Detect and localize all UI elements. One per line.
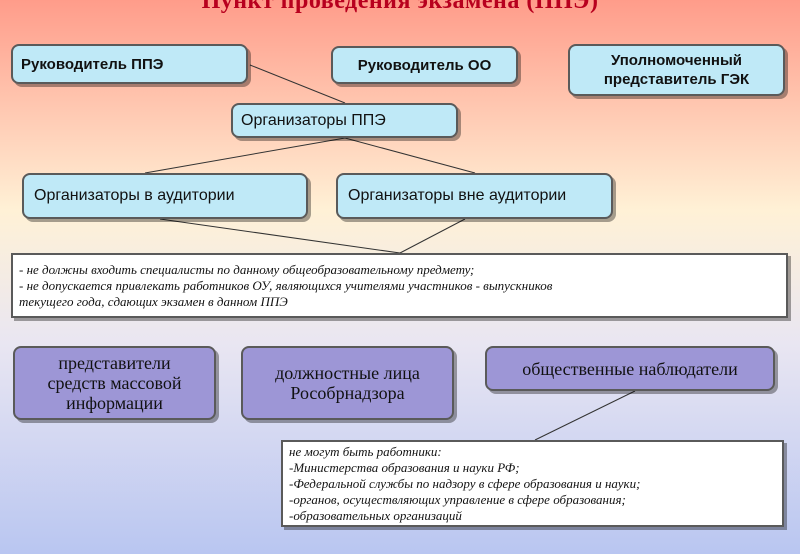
observer-rule-2: -Министерства образования и науки РФ; [289,460,520,475]
media-label-line2: средств массовой [47,373,182,393]
organizer-rule-3: текущего года, сдающих экзамен в данном … [19,294,288,309]
head-ppe-box: Руководитель ППЭ [11,44,248,84]
observer-rules-note: не могут быть работники: -Министерства о… [281,440,784,527]
connector-out-to-rules [399,218,466,254]
page-title: Пункт проведения экзамена (ППЭ) [201,0,599,14]
observers-box: общественные наблюдатели [485,346,775,391]
officials-box: должностные лица Рособрнадзора [241,346,454,420]
organizer-rule-1: - не должны входить специалисты по данно… [19,262,475,277]
org-in-label: Организаторы в аудитории [34,187,235,204]
media-label-line3: информации [66,393,163,413]
org-out-box: Организаторы вне аудитории [336,173,613,219]
media-label-line1: представители [58,353,171,373]
officials-label-line2: Рособрнадзора [290,383,405,403]
observer-rule-1: не могут быть работники: [289,444,442,459]
org-in-box: Организаторы в аудитории [22,173,308,219]
head-oo-label: Руководитель ОО [357,56,492,74]
organizers-ppe-label: Организаторы ППЭ [241,111,386,129]
gek-label-line2: представитель ГЭК [603,71,750,88]
org-out-label: Организаторы вне аудитории [348,187,567,204]
head-ppe-label: Руководитель ППЭ [21,55,164,73]
media-box: представители средств массовой информаци… [13,346,216,420]
organizers-ppe-box: Организаторы ППЭ [231,103,458,138]
observer-rule-5: -образовательных организаций [289,508,462,523]
observer-rule-3: -Федеральной службы по надзору в сфере о… [289,476,641,491]
connector-organizers-to-in [144,137,346,174]
connector-organizers-to-out [344,137,476,174]
connector-in-to-rules [159,218,401,254]
connector-observers-to-rules [534,390,636,441]
gek-box: Уполномоченный представитель ГЭК [568,44,785,96]
head-oo-box: Руководитель ОО [331,46,518,84]
organizer-rule-2: - не допускается привлекать работников О… [19,278,553,293]
officials-label-line1: должностные лица [275,363,420,383]
connector-head-to-organizers [249,64,346,104]
observers-label: общественные наблюдатели [522,358,738,379]
observer-rule-4: -органов, осуществляющих управление в сф… [289,492,626,507]
gek-label-line1: Уполномоченный [610,52,743,69]
organizer-rules-note: - не должны входить специалисты по данно… [11,253,788,318]
